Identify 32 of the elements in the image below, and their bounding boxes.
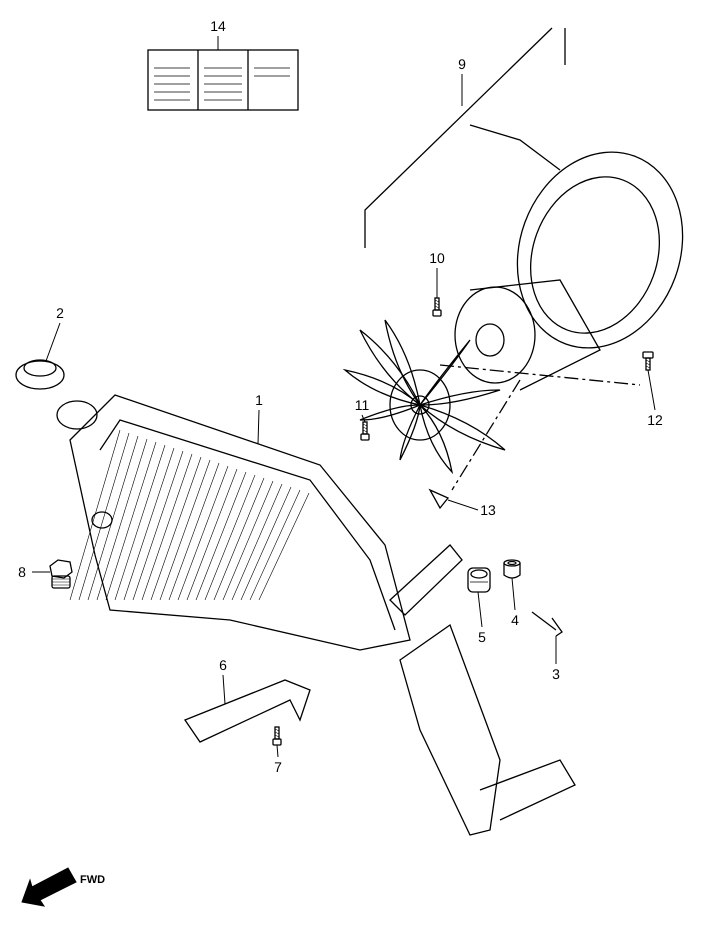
callout-number: 13 bbox=[478, 502, 498, 518]
bolt-drawing bbox=[642, 351, 654, 371]
callout-number: 4 bbox=[505, 612, 525, 628]
radiator-drawing bbox=[56, 394, 576, 836]
callout-number: 9 bbox=[452, 56, 472, 72]
callout-number: 3 bbox=[546, 666, 566, 682]
leader-line bbox=[478, 592, 482, 628]
callout-number: 2 bbox=[50, 305, 70, 321]
leader-line bbox=[512, 578, 516, 610]
drain-plug-drawing bbox=[49, 559, 73, 589]
nut-drawing bbox=[428, 488, 450, 510]
callout-number: 6 bbox=[213, 657, 233, 673]
direction-label: FWD bbox=[80, 873, 106, 888]
leader-line bbox=[362, 414, 366, 422]
callout-number: 11 bbox=[352, 397, 372, 413]
callout-number: 5 bbox=[472, 629, 492, 645]
leader-line bbox=[648, 370, 656, 410]
leader-line bbox=[222, 674, 226, 704]
leader-line bbox=[276, 744, 278, 758]
callout-number: 7 bbox=[268, 759, 288, 775]
callout-number: 14 bbox=[208, 18, 228, 34]
callout-number: 1 bbox=[249, 392, 269, 408]
caution-label-drawing bbox=[147, 49, 299, 111]
leader-line bbox=[258, 410, 260, 444]
leader-line bbox=[436, 268, 438, 298]
bolt-drawing bbox=[432, 297, 442, 317]
callout-number: 10 bbox=[427, 250, 447, 266]
callout-number: 12 bbox=[645, 412, 665, 428]
callout-number: 8 bbox=[12, 564, 32, 580]
radiator-cap-drawing bbox=[15, 359, 65, 390]
leader-line bbox=[448, 500, 478, 510]
leader-line bbox=[46, 322, 60, 362]
